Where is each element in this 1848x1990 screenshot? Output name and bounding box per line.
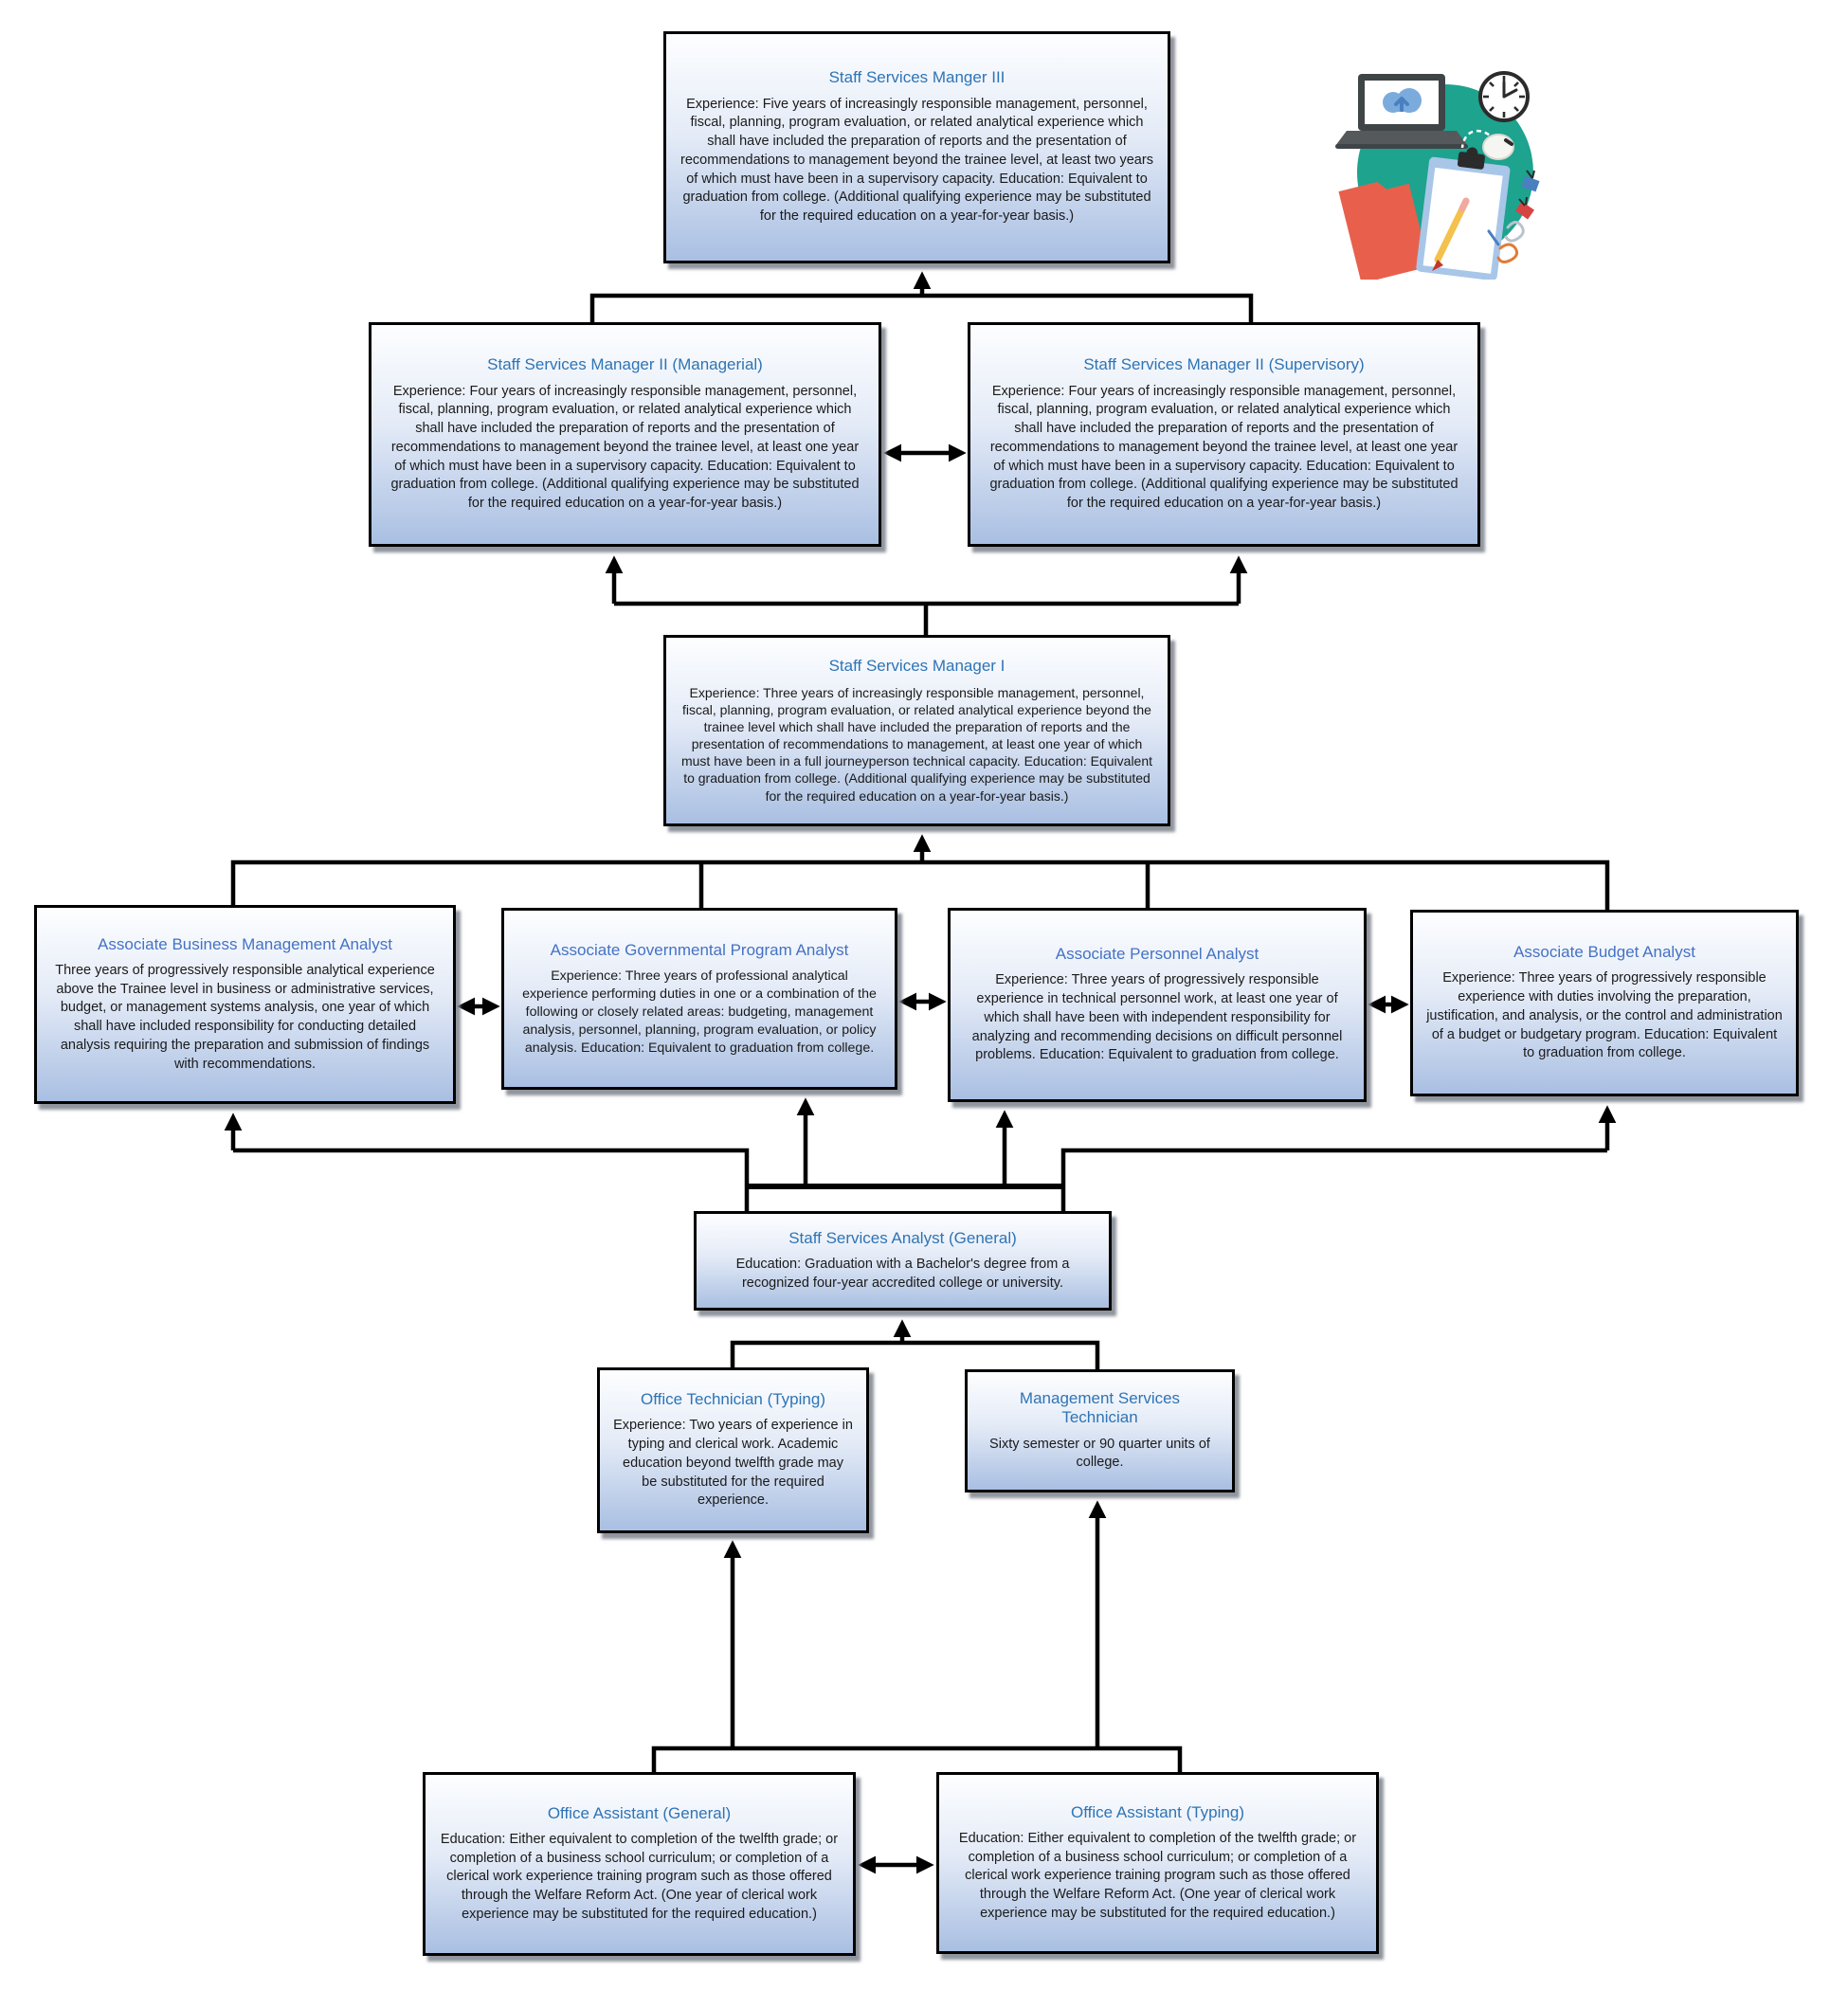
mouse-icon [1460,129,1514,160]
node-title: Associate Personnel Analyst [1055,945,1259,963]
pencil-icon [1432,197,1470,271]
node-title: Associate Business Management Analyst [98,934,392,953]
node-body: Experience: Three years of progressively… [971,972,1343,1063]
edge-bracket-ssa-right [1060,1148,1607,1186]
edge-bracket-oa [651,1746,1183,1772]
node-body: Education: Either equivalent to completi… [958,1830,1357,1921]
node-office-technician-typing: Office Technician (Typing) Experience: T… [597,1367,869,1533]
node-office-assistant-typing: Office Assistant (Typing) Education: Eit… [936,1772,1379,1954]
node-associate-governmental-program-analyst: Associate Governmental Program Analyst E… [501,908,897,1090]
node-staff-services-analyst-general: Staff Services Analyst (General) Educati… [694,1211,1112,1311]
node-title: Associate Governmental Program Analyst [550,940,849,959]
edge-bracket-tech-to-ssa [730,1340,1100,1370]
edge-bar-stubs [744,1186,1066,1213]
node-staff-services-manager-1: Staff Services Manager I Experience: Thr… [663,635,1170,826]
node-title: Office Assistant (General) [547,1803,732,1822]
edge-bracket-ssm1-to-row2 [614,601,1239,635]
node-body: Experience: Five years of increasingly r… [680,96,1153,224]
node-ssm2-managerial: Staff Services Manager II (Managerial) E… [369,322,881,547]
binder-clip-icons [1515,170,1540,220]
node-title: Office Assistant (Typing) [1071,1802,1244,1821]
edge-bracket-ssa-left [233,1148,750,1186]
node-ssm2-supervisory: Staff Services Manager II (Supervisory) … [968,322,1480,547]
node-body: Sixty semester or 90 quarter units of co… [989,1436,1210,1471]
node-staff-services-manager-3: Staff Services Manger III Experience: Fi… [663,31,1170,263]
node-body: Experience: Four years of increasingly r… [390,383,860,511]
node-office-assistant-general: Office Assistant (General) Education: Ei… [423,1772,856,1956]
node-title: Staff Services Manager II (Managerial) [487,355,763,374]
node-associate-budget-analyst: Associate Budget Analyst Experience: Thr… [1410,910,1799,1096]
node-associate-business-management-analyst: Associate Business Management Analyst Th… [34,905,456,1104]
office-desk-illustration [1335,71,1540,280]
node-title: Staff Services Manger III [828,68,1006,87]
node-body: Experience: Two years of experience in t… [613,1418,853,1509]
node-title: Office Technician (Typing) [641,1390,825,1408]
node-title: Staff Services Analyst (General) [788,1228,1017,1247]
folder-icon [1338,181,1430,280]
node-body: Three years of progressively responsible… [55,963,435,1072]
cloud-upload-icon [1383,88,1422,113]
node-body: Experience: Three years of progressively… [1426,970,1783,1061]
node-management-services-technician: Management Services Technician Sixty sem… [965,1369,1235,1492]
laptop-icon [1335,74,1468,149]
node-body: Experience: Four years of increasingly r… [989,383,1458,511]
node-title: Staff Services Manager I [828,657,1006,676]
node-title: Management Services Technician [1019,1388,1181,1427]
node-body: Experience: Three years of professional … [522,968,877,1056]
node-associate-personnel-analyst: Associate Personnel Analyst Experience: … [948,908,1367,1102]
node-body: Education: Graduation with a Bachelor's … [735,1256,1070,1291]
edge-bracket-analysts-to-ssm1 [230,859,1610,910]
node-title: Staff Services Manager II (Supervisory) [1083,355,1365,374]
clock-icon [1478,71,1530,122]
node-body: Education: Either equivalent to completi… [440,1831,839,1922]
node-body: Experience: Three years of increasingly … [680,684,1153,804]
paper-clip-icons [1487,221,1525,263]
node-title: Associate Budget Analyst [1513,943,1695,961]
